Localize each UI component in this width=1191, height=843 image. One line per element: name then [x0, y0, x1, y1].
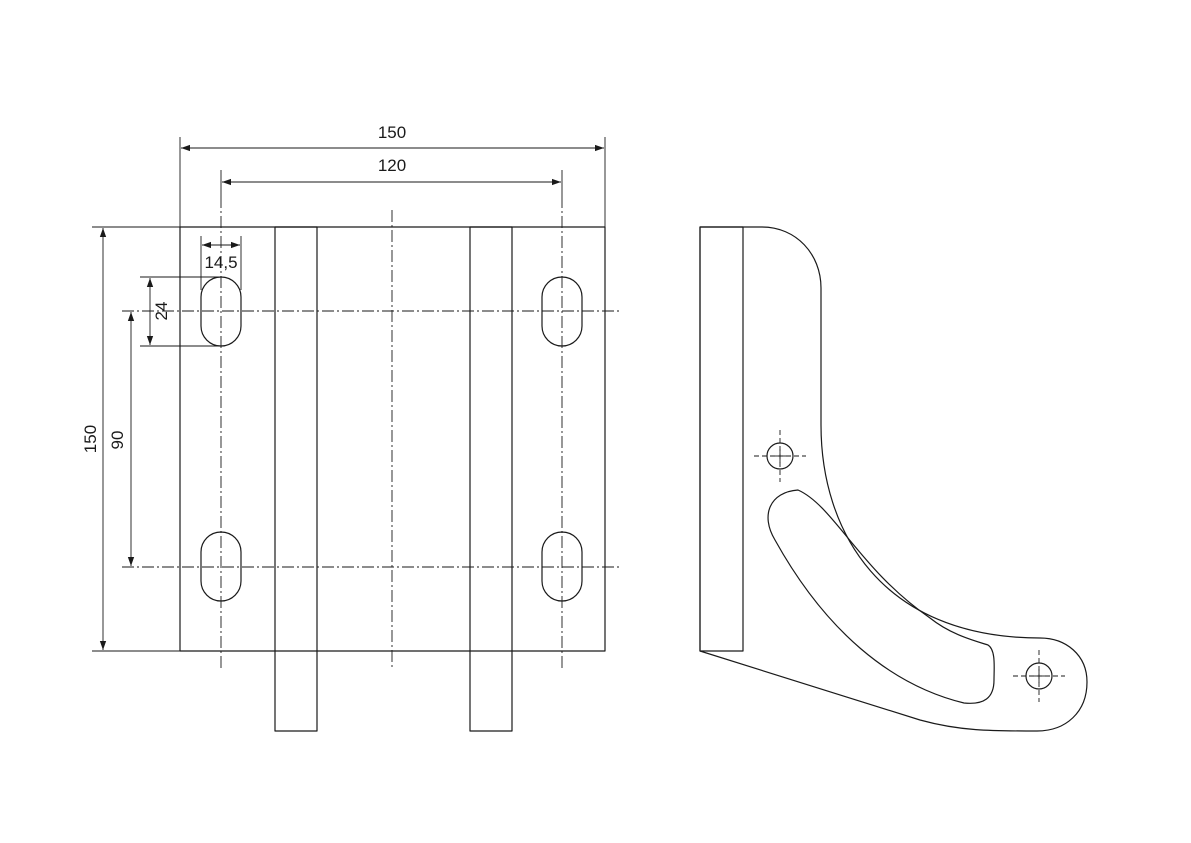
- dim-slot-width: 14,5: [204, 253, 237, 272]
- curved-slot: [767, 489, 995, 704]
- dim-overall-width: 150: [378, 123, 406, 142]
- base-plate-outline: [179, 226, 606, 652]
- dim-hole-spacing-vertical: 90: [108, 431, 127, 450]
- dim-overall-height: 150: [81, 425, 100, 453]
- base-plate-side: [699, 226, 744, 652]
- front-view: 150 120 14,5 24 90 150: [81, 123, 622, 732]
- bracket-profile-outline: [699, 226, 1088, 732]
- left-rib: [274, 226, 318, 732]
- dim-slot-length: 24: [152, 302, 171, 321]
- dim-hole-spacing-horizontal: 120: [378, 156, 406, 175]
- side-view: [699, 226, 1088, 732]
- right-rib: [469, 226, 513, 732]
